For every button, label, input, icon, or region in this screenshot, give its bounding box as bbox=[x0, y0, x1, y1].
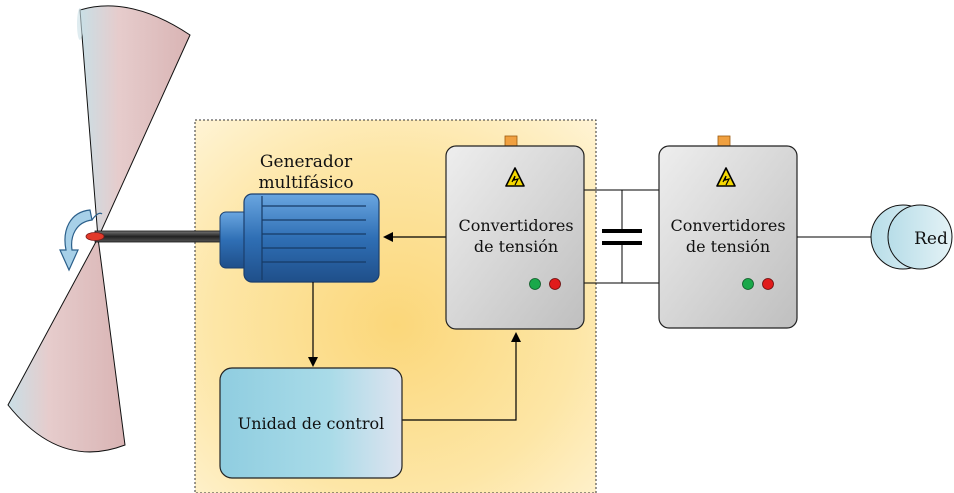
warning-icon bbox=[505, 167, 525, 187]
capacitor-icon bbox=[602, 229, 642, 245]
converter-right bbox=[658, 135, 798, 329]
converter-left-label-line1: Convertidores bbox=[458, 216, 573, 235]
rotation-arrow-icon bbox=[59, 209, 103, 272]
led-green bbox=[529, 278, 541, 290]
grid-label: Red bbox=[914, 229, 948, 249]
turbine-shaft bbox=[94, 230, 231, 243]
converter-right-label-line1: Convertidores bbox=[670, 216, 785, 235]
control-unit-label: Unidad de control bbox=[238, 414, 385, 433]
generator-motor bbox=[219, 193, 380, 283]
terminal-left bbox=[504, 135, 518, 147]
control-unit-box bbox=[219, 367, 403, 479]
dc-link bbox=[584, 189, 659, 284]
generator-label-line2: multifásico bbox=[258, 173, 353, 193]
generator-label-line1: Generador bbox=[260, 152, 353, 172]
led-red bbox=[549, 278, 561, 290]
converter-left bbox=[445, 135, 585, 330]
led-red bbox=[762, 278, 774, 290]
terminal-right bbox=[717, 135, 731, 147]
control-to-converter-line bbox=[402, 332, 521, 421]
hub-nose bbox=[85, 232, 105, 241]
converter-left-label-line2: de tensión bbox=[474, 237, 558, 256]
converter-right-label-line2: de tensión bbox=[686, 237, 770, 256]
led-green bbox=[742, 278, 754, 290]
grid-symbol bbox=[870, 204, 953, 270]
warning-icon bbox=[716, 167, 736, 187]
turbine-blades bbox=[7, 5, 191, 453]
